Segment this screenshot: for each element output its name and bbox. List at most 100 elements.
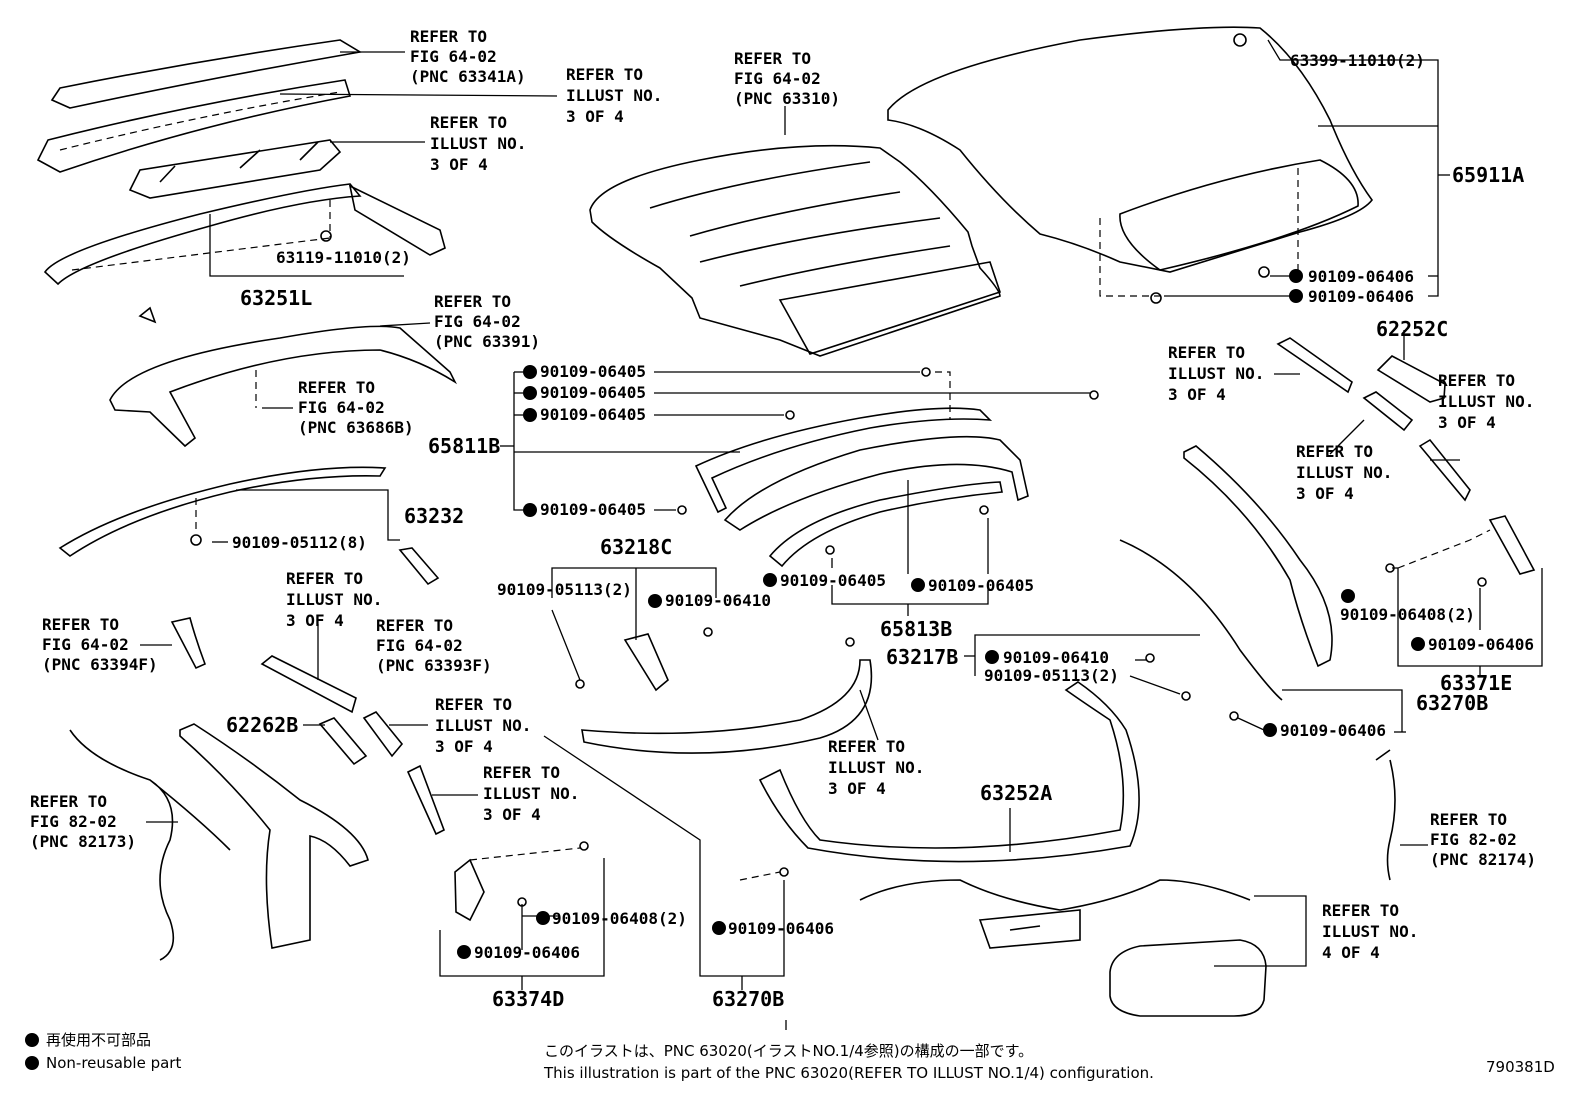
pnc-label-65811b[interactable]: 65811B (428, 434, 500, 458)
part-number-90109-05113[interactable]: 90109-05113(2) (984, 666, 1119, 685)
non-reusable-dot (1289, 289, 1303, 303)
legend-label-en: Non-reusable part (46, 1054, 181, 1072)
pnc-label-65813b[interactable]: 65813B (880, 617, 952, 641)
screw-icon (1258, 266, 1270, 278)
part-number-90109-06406[interactable]: 90109-06406 (1428, 635, 1534, 654)
non-reusable-dot (523, 408, 537, 422)
part-number-90109-06406[interactable]: 90109-06406 (728, 919, 834, 938)
part-number-90109-06406[interactable]: 90109-06406 (1308, 287, 1414, 306)
ref-callout-illust[interactable]: REFER TO ILLUST NO. 3 OF 4 (483, 763, 589, 824)
screw-icon (1150, 292, 1162, 304)
pump-assembly-part (859, 879, 1251, 949)
ref-callout-illust[interactable]: REFER TO ILLUST NO. 3 OF 4 (1168, 343, 1274, 404)
footer-note-jp: このイラストは、PNC 63020(イラストNO.1/4参照)の構成の一部です。 (544, 1042, 1033, 1060)
figure-code: 790381D (1486, 1058, 1555, 1076)
part-number-90109-06406[interactable]: 90109-06406 (1280, 721, 1386, 740)
screw-icon (1145, 653, 1155, 663)
pnc-label-62252c[interactable]: 62252C (1376, 317, 1448, 341)
right-linkage-part (1183, 445, 1333, 668)
pnc-label-63252a[interactable]: 63252A (980, 781, 1052, 805)
ref-callout-illust[interactable]: REFER TO ILLUST NO. 3 OF 4 (430, 113, 536, 174)
screw-icon (845, 637, 855, 647)
non-reusable-dot (763, 573, 777, 587)
ref-callout-63341a[interactable]: REFER TO FIG 64-02 (PNC 63341A) (410, 27, 526, 86)
wire-harness-right (1375, 749, 1396, 881)
ref-callout-63391[interactable]: REFER TO FIG 64-02 (PNC 63391) (434, 292, 540, 351)
headliner-frame-part (109, 325, 457, 448)
ref-callout-63686b[interactable]: REFER TO FIG 64-02 (PNC 63686B) (298, 378, 414, 437)
part-number-90109-06405[interactable]: 90109-06405 (540, 405, 646, 424)
weatherstrip-part (758, 681, 1140, 863)
bow-cover-part (768, 481, 1003, 568)
ref-callout-illust[interactable]: REFER TO ILLUST NO. 3 OF 4 (435, 695, 541, 756)
non-reusable-dot (648, 594, 662, 608)
legend-label-jp: 再使用不可部品 (46, 1031, 151, 1049)
pnc-label-63232[interactable]: 63232 (404, 504, 464, 528)
screw-icon (825, 545, 835, 555)
non-reusable-dot (523, 365, 537, 379)
non-reusable-dot (457, 945, 471, 959)
screw-icon (1229, 711, 1239, 721)
pnc-label-63270b[interactable]: 63270B (712, 987, 784, 1011)
screw-icon (1477, 577, 1487, 587)
ref-callout-82174[interactable]: REFER TO FIG 82-02 (PNC 82174) (1430, 810, 1536, 869)
part-number-90109-06405[interactable]: 90109-06405 (540, 383, 646, 402)
non-reusable-dot (1289, 269, 1303, 283)
ref-callout-illust[interactable]: REFER TO ILLUST NO. 3 OF 4 (566, 65, 672, 126)
non-reusable-dot (1411, 637, 1425, 651)
pnc-label-62262b[interactable]: 62262B (226, 713, 298, 737)
clip-icon (1233, 33, 1247, 47)
pnc-labels: 65911A 63251L 63232 65811B 63218C 65813B… (226, 163, 1524, 1011)
part-number-90109-06410[interactable]: 90109-06410 (1003, 648, 1109, 667)
pnc-label-63374d[interactable]: 63374D (492, 987, 564, 1011)
non-reusable-dot (712, 921, 726, 935)
bracket-63218c-part (623, 633, 669, 692)
part-number-63119[interactable]: 63119-11010(2) (276, 248, 411, 267)
part-number-90109-06406[interactable]: 90109-06406 (474, 943, 580, 962)
non-reusable-dot (911, 578, 925, 592)
non-reusable-dot (523, 386, 537, 400)
part-number-90109-05112[interactable]: 90109-05112(8) (232, 533, 367, 552)
screw-icon (979, 505, 989, 515)
ref-callout-63394f[interactable]: REFER TO FIG 64-02 (PNC 63394F) (42, 615, 158, 674)
part-number-90109-06410[interactable]: 90109-06410 (665, 591, 771, 610)
rear-rail-part (581, 659, 873, 754)
reservoir-part (1109, 939, 1267, 1017)
non-reusable-dot (1341, 589, 1355, 603)
part-number-63399[interactable]: 63399-11010(2) (1290, 51, 1425, 70)
part-number-90109-05113[interactable]: 90109-05113(2) (497, 580, 632, 599)
clip-icon (320, 230, 332, 242)
ref-callout-illust[interactable]: REFER TO ILLUST NO. 3 OF 4 (828, 737, 934, 798)
pnc-label-63270b[interactable]: 63270B (1416, 691, 1488, 715)
ref-callout-63393f[interactable]: REFER TO FIG 64-02 (PNC 63393F) (376, 616, 492, 675)
pnc-label-63371e[interactable]: 63371E (1440, 671, 1512, 695)
screw-icon (785, 410, 795, 420)
part-illustrations (36, 26, 1536, 1017)
part-number-90109-06405[interactable]: 90109-06405 (780, 571, 886, 590)
pnc-label-65911a[interactable]: 65911A (1452, 163, 1524, 187)
part-number-90109-06408[interactable]: 90109-06408(2) (552, 909, 687, 928)
front-rail-part (43, 183, 362, 286)
legend: 再使用不可部品 Non-reusable part (46, 1031, 181, 1072)
ref-callout-illust-4of4[interactable]: REFER TO ILLUST NO. 4 OF 4 (1322, 901, 1428, 962)
motor-63374d-part (454, 858, 485, 922)
part-number-90109-06405[interactable]: 90109-06405 (928, 576, 1034, 595)
part-number-90109-06405[interactable]: 90109-06405 (540, 500, 646, 519)
ref-callout-illust[interactable]: REFER TO ILLUST NO. 3 OF 4 (1438, 371, 1544, 432)
pnc-label-63251l[interactable]: 63251L (240, 286, 312, 310)
screw-icon (575, 679, 585, 689)
ref-callout-82173[interactable]: REFER TO FIG 82-02 (PNC 82173) (30, 792, 136, 851)
part-number-90109-06406[interactable]: 90109-06406 (1308, 267, 1414, 286)
screw-icon (921, 367, 931, 377)
ref-callout-63310[interactable]: REFER TO FIG 64-02 (PNC 63310) (734, 49, 840, 108)
ref-callout-illust[interactable]: REFER TO ILLUST NO. 3 OF 4 (286, 569, 392, 630)
part-number-90109-06408[interactable]: 90109-06408(2) (1340, 605, 1475, 624)
screw-icon (677, 505, 687, 515)
screw-icon (579, 841, 589, 851)
ref-callout-illust[interactable]: REFER TO ILLUST NO. 3 OF 4 (1296, 442, 1402, 503)
screw-icon (517, 897, 527, 907)
part-number-90109-06405[interactable]: 90109-06405 (540, 362, 646, 381)
pnc-label-63217b[interactable]: 63217B (886, 645, 958, 669)
pnc-label-63218c[interactable]: 63218C (600, 535, 672, 559)
